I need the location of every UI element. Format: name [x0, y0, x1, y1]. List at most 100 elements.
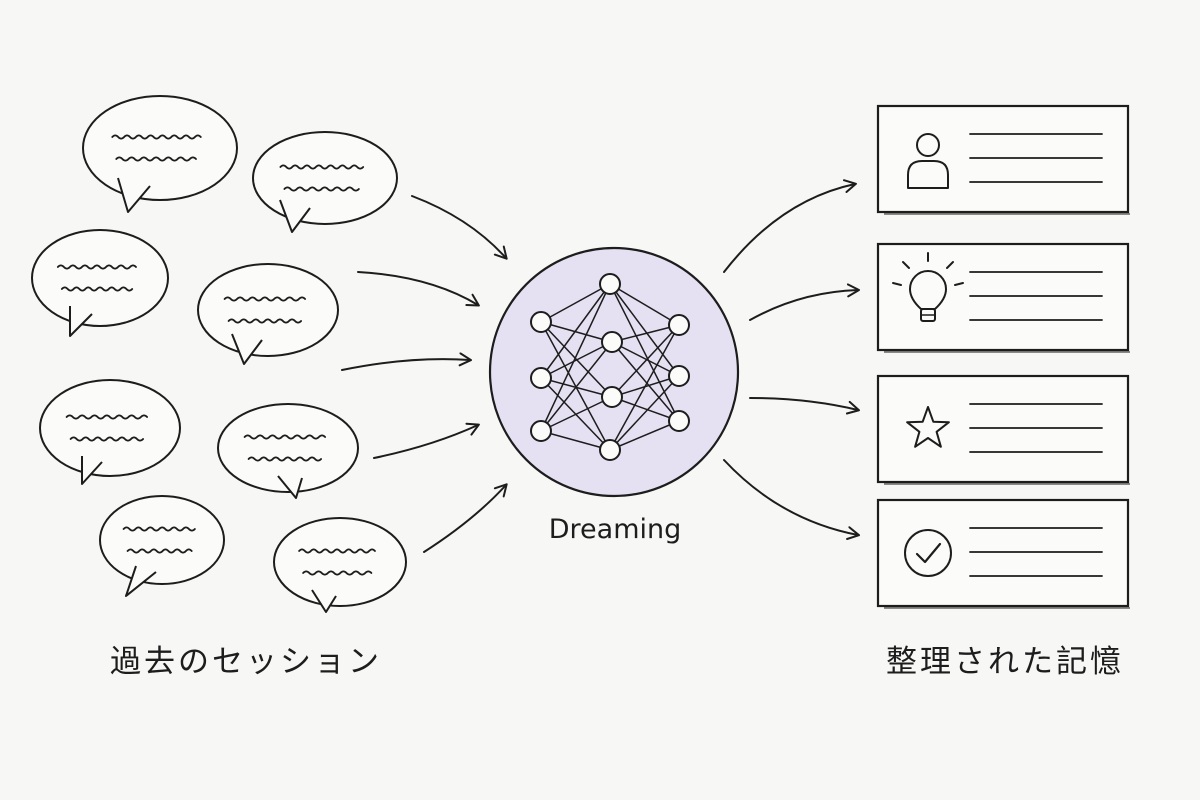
star-icon — [906, 406, 950, 448]
network-node — [599, 273, 621, 295]
network-node — [530, 311, 552, 333]
speech-bubble-tail — [69, 306, 93, 337]
memory-card — [876, 104, 1130, 215]
text-scribble-line — [223, 296, 306, 302]
arrow — [341, 352, 472, 371]
text-scribble-line — [243, 434, 326, 440]
text-scribble-line — [279, 164, 365, 170]
network-node — [668, 410, 690, 432]
speech-bubble-tail-mask — [120, 173, 149, 185]
center-label: Dreaming — [548, 514, 682, 545]
arrow — [373, 422, 480, 459]
network-edge — [609, 324, 680, 451]
arrows-group — [341, 179, 860, 553]
memory-card-frame — [876, 374, 1130, 484]
check-mark — [915, 542, 942, 564]
speech-bubble-tail-mask — [138, 561, 155, 571]
network-edge — [540, 321, 613, 343]
memory-card-frame — [876, 104, 1130, 214]
speech-bubble-tail-mask — [234, 329, 261, 339]
speech-bubble-icon — [39, 379, 181, 485]
network-node — [530, 420, 552, 442]
arrow — [423, 483, 508, 553]
speech-bubble-icon — [82, 95, 238, 213]
text-scribble-line — [122, 526, 196, 532]
network-edge — [609, 375, 680, 451]
text-scribble-line — [227, 318, 302, 324]
text-scribble-line — [298, 548, 376, 554]
dreaming-neural-network — [488, 246, 740, 498]
arrow — [749, 397, 860, 415]
network-edge — [540, 430, 611, 451]
text-scribble-line — [247, 456, 322, 462]
speech-bubble-tail-mask — [282, 195, 309, 207]
speech-bubble-body — [82, 95, 238, 201]
arrow — [723, 459, 860, 541]
network-edge — [540, 283, 611, 432]
network-edge — [540, 321, 611, 451]
person-icon — [907, 133, 949, 189]
speech-bubble-tail-mask — [314, 585, 335, 595]
arrow — [357, 271, 480, 307]
text-scribble-line — [56, 264, 137, 270]
speech-bubble-tail-mask — [72, 301, 91, 313]
speech-bubble-tail — [279, 199, 311, 233]
person-head — [916, 133, 940, 157]
network-edge — [540, 341, 613, 432]
speech-bubble-icon — [99, 495, 225, 597]
bulb-ray — [946, 261, 954, 269]
text-scribble-line — [60, 286, 134, 292]
network-node — [530, 367, 552, 389]
speech-bubble-body — [99, 495, 225, 585]
text-scribble-line — [65, 414, 148, 420]
bulb-glass — [909, 270, 947, 310]
network-edge — [611, 341, 680, 377]
speech-bubble-body — [217, 403, 359, 493]
text-scribble-line — [126, 548, 193, 554]
network-node — [668, 314, 690, 336]
past-sessions-group — [31, 95, 407, 613]
network-edge — [540, 283, 611, 323]
network-node — [601, 331, 623, 353]
bulb-ray — [902, 261, 910, 269]
speech-bubble-icon — [197, 263, 339, 365]
past-sessions-label: 過去のセッション — [110, 644, 382, 680]
network-edge — [611, 396, 680, 422]
speech-bubble-body — [252, 131, 398, 225]
speech-bubble-icon — [252, 131, 398, 233]
bulb-ray — [892, 282, 902, 286]
lightbulb-icon — [892, 252, 964, 322]
star-shape — [906, 406, 950, 448]
network-edge — [540, 396, 613, 432]
text-scribble-line — [69, 436, 144, 442]
speech-bubble-body — [273, 517, 407, 607]
organized-memories-group — [876, 104, 1130, 609]
arrow — [411, 195, 508, 260]
speech-bubble-tail — [311, 589, 337, 613]
organized-memories-label: 整理された記憶 — [886, 644, 1124, 680]
network-edge — [540, 283, 611, 379]
text-scribble-line — [283, 186, 360, 192]
speech-bubble-body — [197, 263, 339, 357]
speech-bubble-tail — [125, 565, 157, 597]
check-circle — [904, 529, 952, 577]
speech-bubble-icon — [217, 403, 359, 499]
speech-bubble-tail — [231, 333, 263, 365]
arrow — [749, 283, 860, 321]
arrow — [723, 179, 857, 273]
speech-bubble-tail-mask — [280, 471, 301, 477]
memory-card-frame — [876, 498, 1130, 608]
network-edge — [609, 283, 680, 422]
network-edge — [611, 324, 680, 398]
memory-card — [876, 498, 1130, 609]
network-node — [601, 386, 623, 408]
network-edge — [540, 341, 613, 379]
network-node — [599, 439, 621, 461]
network-edge — [611, 341, 680, 422]
speech-bubble-body — [39, 379, 181, 477]
speech-bubble-icon — [31, 229, 169, 337]
speech-bubble-tail — [277, 475, 303, 499]
speech-bubble-tail — [117, 177, 151, 213]
speech-bubble-icon — [273, 517, 407, 613]
network-edge — [609, 420, 680, 451]
